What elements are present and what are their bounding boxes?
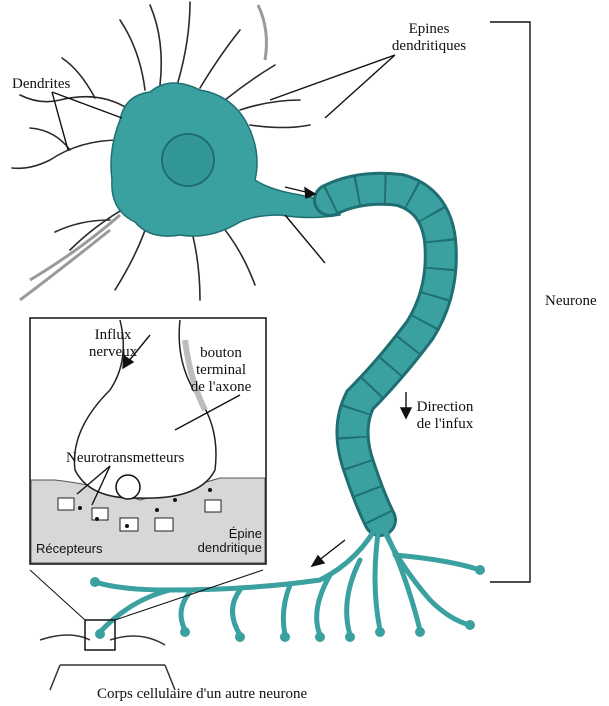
label-epines-line1: Epines: [388, 21, 470, 38]
label-recepteurs: Récepteurs: [36, 542, 102, 556]
terminal-bulbs: [90, 565, 485, 642]
label-bouton-line1: bouton: [181, 345, 261, 362]
label-epine-dendritique: Épine dendritique: [180, 527, 262, 555]
label-direction-line2: de l'infux: [405, 416, 485, 433]
label-epines-line2: dendritiques: [388, 38, 470, 55]
nucleus: [162, 134, 214, 186]
label-influx-line1: Influx: [83, 327, 143, 344]
label-influx-nerveux: Influx nerveux: [83, 327, 143, 361]
label-epines-dendritiques: Epines dendritiques: [388, 21, 470, 55]
label-corps-cellulaire: Corps cellulaire d'un autre neurone: [97, 686, 307, 703]
label-influx-line2: nerveux: [83, 344, 143, 361]
label-epine-line1: Épine: [180, 527, 262, 541]
label-dendrites: Dendrites: [12, 76, 70, 93]
cell-body: [111, 83, 340, 236]
label-epine-line2: dendritique: [180, 541, 262, 555]
label-bouton-line2: terminal: [181, 362, 261, 379]
label-direction-line1: Direction: [405, 399, 485, 416]
label-bouton-terminal: bouton terminal de l'axone: [181, 345, 261, 396]
label-neurone: Neurone: [545, 293, 597, 310]
synaptic-vesicle: [116, 475, 140, 499]
label-bouton-line3: de l'axone: [181, 379, 261, 396]
label-direction-influx: Direction de l'infux: [405, 399, 485, 433]
label-neurotransmetteurs: Neurotransmetteurs: [66, 450, 184, 467]
